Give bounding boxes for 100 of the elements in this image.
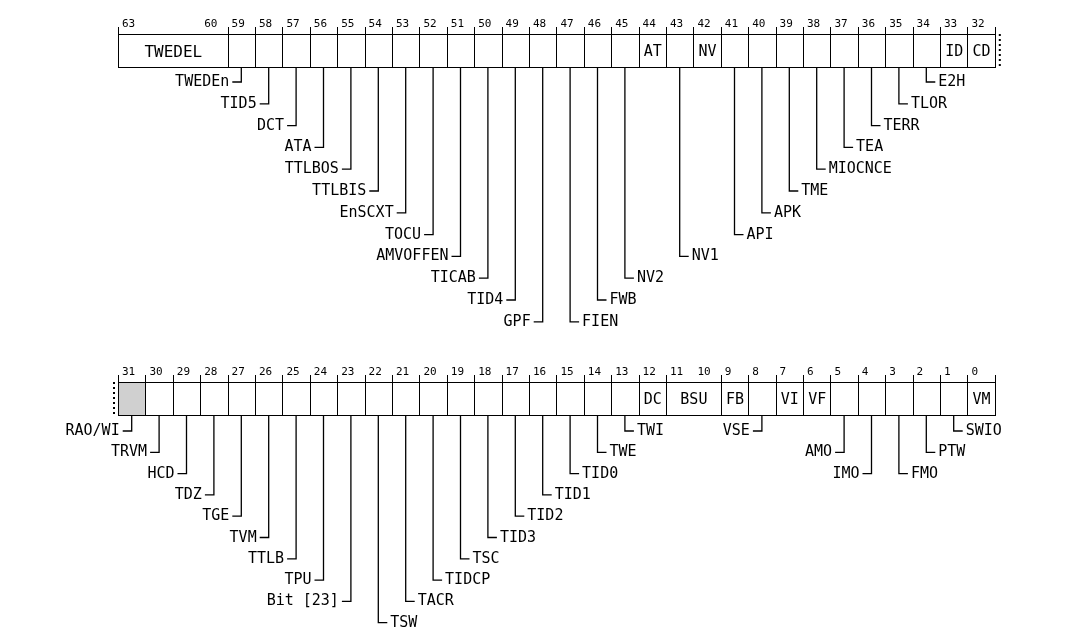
field-label: API: [746, 224, 774, 243]
field-label: RAO/WI: [65, 421, 120, 439]
leader-line: [569, 67, 580, 323]
leader-line: [204, 415, 215, 496]
field-label: TME: [801, 181, 829, 199]
bit-number: 55: [341, 18, 355, 30]
field-label: MIOCNCE: [828, 159, 892, 178]
field-label: FWB: [609, 290, 637, 308]
field-label: TDZ: [174, 484, 202, 503]
bit-field-cell: [611, 382, 640, 416]
leader-line: [450, 67, 462, 258]
bit-field: TWEDEL: [118, 34, 229, 68]
bit-number: 28: [204, 366, 218, 378]
field-label: NV1: [691, 246, 719, 265]
bit-field: VM: [967, 382, 996, 416]
field-label: TID4: [467, 290, 504, 308]
bit-number: 26: [259, 366, 273, 378]
bit-field-cell: [912, 382, 941, 416]
bit-number: 34: [916, 18, 930, 30]
bit-number: 19: [450, 366, 465, 378]
field-label: ATA: [284, 137, 312, 156]
bit-field-cell: [611, 34, 640, 68]
bit-number: 13: [615, 366, 629, 378]
leader-line: [843, 67, 854, 149]
bit-number: 14: [587, 366, 602, 378]
bit-number: 17: [505, 366, 519, 378]
field-label: AMO: [805, 442, 833, 461]
field-label: TID1: [554, 484, 591, 503]
field-label: TWE: [609, 442, 637, 461]
field-label: TPU: [284, 570, 312, 589]
bit-number: 40: [752, 18, 766, 30]
bit-number: 15: [560, 366, 574, 378]
bit-number: 8: [752, 366, 759, 378]
bit-number: 4: [861, 366, 869, 378]
leader-line: [341, 415, 352, 603]
field-label: TSC: [472, 548, 500, 567]
bit-number: 47: [560, 18, 574, 30]
leader-line: [816, 67, 827, 170]
leader-line: [679, 67, 690, 258]
bit-number: 30: [149, 366, 163, 378]
bit-number: 45: [615, 18, 629, 30]
leader-line: [459, 415, 471, 560]
field-label: DCT: [257, 115, 285, 134]
bit-field-cell: [940, 382, 969, 416]
bit-number: 25: [286, 366, 300, 378]
field-label: PTW: [938, 442, 966, 461]
bit-field-cell: [501, 34, 530, 68]
leader-line: [861, 415, 873, 475]
leader-line: [396, 67, 407, 214]
field-label: HCD: [147, 463, 175, 482]
leader-line: [533, 67, 544, 323]
leader-line: [624, 415, 635, 432]
bit-number: 44: [642, 18, 656, 30]
bit-number: 31: [122, 366, 136, 378]
field-label: IMO: [832, 463, 860, 482]
field-label: TICAB: [430, 268, 476, 287]
field-label: SWIO: [965, 421, 1002, 439]
bit-number: 39: [779, 18, 793, 30]
bit-number: 2: [916, 366, 924, 378]
field-label: TOCU: [384, 224, 422, 243]
bit-number: 32: [971, 18, 985, 30]
leader-line: [752, 415, 763, 432]
bit-number: 56: [313, 18, 328, 30]
field-label: TID0: [582, 463, 619, 482]
leader-line: [231, 415, 242, 517]
bit-number: 5: [834, 366, 841, 378]
leader-line: [423, 67, 434, 236]
field-label: AMVOFFEN: [376, 246, 449, 265]
bit-field-cell: [830, 382, 859, 416]
bit-number: 1: [944, 366, 951, 378]
field-label: TSW: [390, 612, 418, 631]
bit-number: 63: [122, 18, 136, 30]
bit-field: DC: [638, 382, 667, 416]
bit-field-cell: [282, 34, 311, 68]
leader-line: [514, 415, 525, 517]
bit-number: 7: [779, 366, 787, 378]
bit-number: 18: [478, 366, 492, 378]
leader-line: [925, 415, 936, 453]
field-label: TTLB: [247, 548, 285, 567]
bit-field-cell: [556, 382, 585, 416]
bit-number: 50: [478, 18, 492, 30]
field-label: TTLBOS: [284, 159, 339, 178]
bit-number: 49: [505, 18, 519, 30]
bit-number: 53: [396, 18, 410, 30]
leader-line: [596, 67, 608, 301]
bit-field-cell: [748, 34, 777, 68]
field-label: TACR: [417, 591, 454, 610]
leader-line: [286, 67, 297, 127]
bit-field-cell: [337, 34, 366, 68]
bit-field-cell: [419, 382, 448, 416]
leader-line: [624, 67, 635, 279]
bit-number: 52: [423, 18, 437, 30]
leader-line: [149, 415, 160, 453]
bit-number: 21: [396, 366, 410, 378]
bit-field-cell: [885, 382, 914, 416]
leader-line: [596, 415, 608, 453]
bit-number: 48: [533, 18, 547, 30]
field-label: TERR: [883, 115, 920, 134]
field-label: GPF: [503, 311, 531, 330]
field-label: TWEDEn: [175, 72, 230, 90]
